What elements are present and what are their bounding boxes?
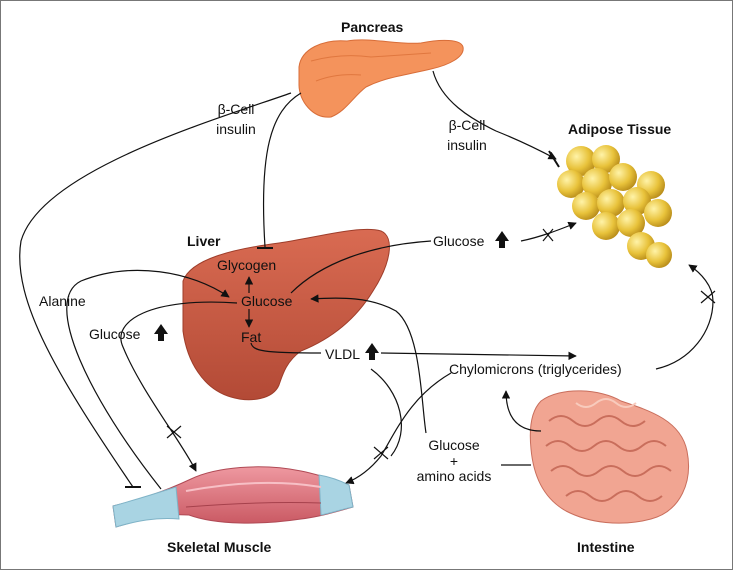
up-arrow-icon <box>365 343 379 360</box>
liver-title: Liver <box>187 233 221 249</box>
muscle-title: Skeletal Muscle <box>167 539 272 555</box>
adipose-organ <box>557 145 672 268</box>
intestine-title: Intestine <box>577 539 635 555</box>
glucose-amino-label-1: Glucose <box>428 437 480 453</box>
insulin-label-right: insulin <box>447 137 487 153</box>
alanine-label: Alanine <box>39 293 86 309</box>
adipose-title: Adipose Tissue <box>568 121 672 137</box>
insulin-label-left: insulin <box>216 121 256 137</box>
up-arrow-icon <box>495 231 509 248</box>
vldl-label: VLDL <box>325 346 361 362</box>
up-arrow-icon <box>154 324 168 341</box>
up-arrows <box>154 231 509 360</box>
pancreas-title: Pancreas <box>341 19 404 35</box>
glucose-amino-plus: + <box>449 453 459 469</box>
liver-organ <box>182 228 390 401</box>
glucose-liver-label: Glucose <box>241 293 293 309</box>
glucose-left-label: Glucose <box>89 326 141 342</box>
glucose-amino-label-2: amino acids <box>416 468 492 484</box>
chylomicrons-label: Chylomicrons (triglycerides) <box>449 361 622 377</box>
beta-cell-label-left: β-Cell <box>217 101 255 117</box>
pathway-arrows <box>19 70 716 490</box>
glucose-to-adipose-label: Glucose <box>433 233 485 249</box>
glycogen-label: Glycogen <box>217 257 277 273</box>
intestine-organ <box>529 390 689 524</box>
beta-cell-label-right: β-Cell <box>448 117 486 133</box>
fat-label: Fat <box>241 329 262 345</box>
pancreas-organ <box>298 39 464 118</box>
skeletal-muscle-organ <box>112 466 354 528</box>
